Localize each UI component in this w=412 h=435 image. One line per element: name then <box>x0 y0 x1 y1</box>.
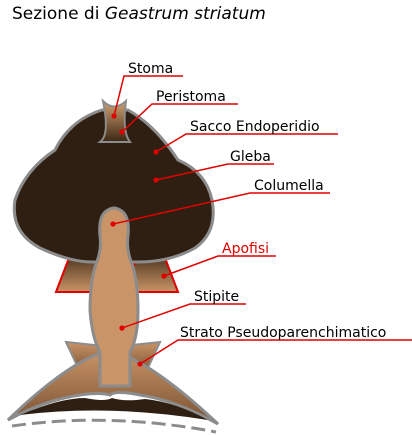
label-gleba: Gleba <box>230 149 271 165</box>
label-apofisi: Apofisi <box>222 241 269 257</box>
leader-lines <box>112 75 412 365</box>
leader-stipite <box>121 303 246 329</box>
label-stipite: Stipite <box>194 289 239 305</box>
leader-strato <box>139 339 412 365</box>
title-species: Geastrum striatum <box>104 4 266 24</box>
label-sacco-endoperidio: Sacco Endoperidio <box>190 119 320 135</box>
leader-gleba <box>155 163 274 181</box>
star-base-dark <box>20 398 208 420</box>
leader-columella <box>112 192 330 225</box>
label-columella: Columella <box>254 178 324 194</box>
diagram-title: Sezione di Geastrum striatum <box>12 4 266 24</box>
title-prefix: Sezione di <box>12 4 100 24</box>
leader-dots <box>110 113 167 367</box>
leader-stoma <box>113 75 183 117</box>
label-strato-pseudoparenchimatico: Strato Pseudoparenchimatico <box>180 325 386 341</box>
label-peristoma: Peristoma <box>156 89 226 105</box>
strato-dashed-edge <box>11 418 217 434</box>
label-stoma: Stoma <box>128 61 173 77</box>
leader-peristoma <box>121 103 238 133</box>
leader-apofisi <box>163 255 276 277</box>
leader-sacco <box>155 133 338 153</box>
